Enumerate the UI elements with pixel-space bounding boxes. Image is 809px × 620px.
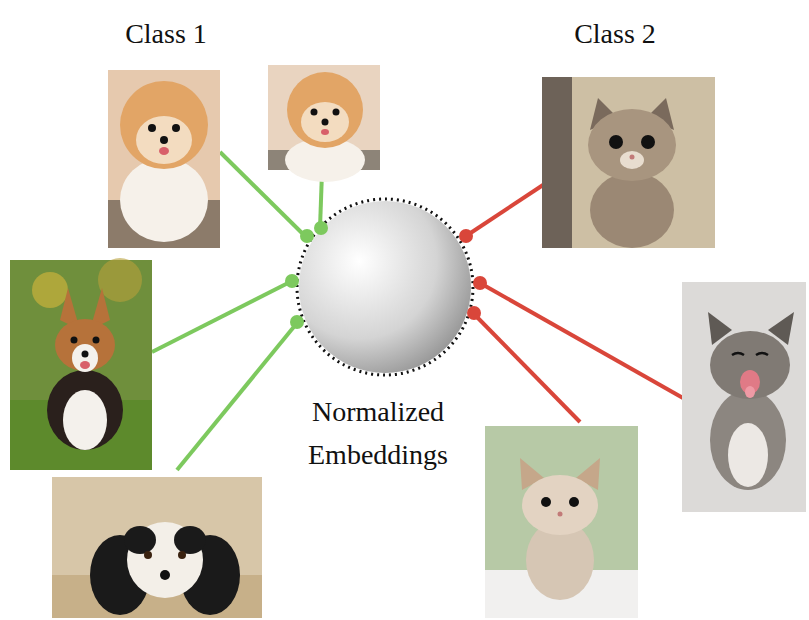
dog-photo [268, 65, 380, 182]
cat-photo [542, 77, 715, 248]
dog-photo [108, 70, 220, 248]
cat-photo [485, 426, 638, 618]
sphere-caption: Normalized Embeddings [268, 390, 488, 476]
class-heading: Class 2 [535, 12, 695, 55]
class-heading: Class 1 [86, 12, 246, 55]
class1-dots [285, 221, 328, 329]
sphere-outline [297, 199, 473, 375]
cat-photo [682, 282, 806, 512]
embedding-sphere [299, 201, 471, 373]
dog-photo [10, 258, 152, 470]
dog-photo [52, 477, 262, 618]
class2-dots [459, 229, 487, 320]
